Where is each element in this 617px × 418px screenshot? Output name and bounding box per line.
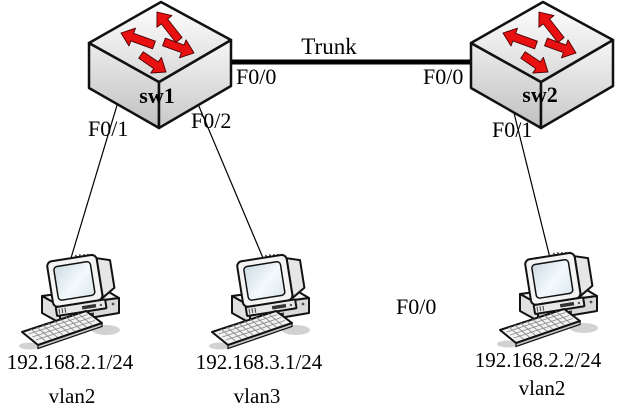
host2-ip-label: 192.168.3.1/24 <box>195 350 323 374</box>
host3-vlan-label: vlan2 <box>518 376 566 400</box>
sw2-trunk-port-label: F0/0 <box>423 64 464 89</box>
sw2-port-f01-label: F0/1 <box>492 117 533 142</box>
host2-pc-icon <box>206 250 311 350</box>
host3-ip-label: 192.168.2.2/24 <box>474 348 602 372</box>
sw1-label: sw1 <box>139 83 175 108</box>
host1-vlan-label: vlan2 <box>48 384 96 408</box>
sw1-host1-link-line <box>70 101 119 259</box>
trunk-label: Trunk <box>301 34 357 59</box>
sw2-host3-link-line <box>512 108 551 259</box>
sw1-host2-link-line <box>197 103 264 259</box>
switch-sw2-icon <box>469 0 617 130</box>
sw1-port-f02-label: F0/2 <box>191 108 232 133</box>
sw1-trunk-port-label: F0/0 <box>236 64 277 89</box>
host1-ip-label: 192.168.2.1/24 <box>6 350 134 374</box>
floating-port-label: F0/0 <box>396 294 437 319</box>
sw1-port-f01-label: F0/1 <box>88 116 129 141</box>
host2-vlan-label: vlan3 <box>233 384 281 408</box>
sw2-label: sw2 <box>522 82 558 107</box>
host1-pc-icon <box>16 250 121 350</box>
host3-pc-icon <box>494 248 599 348</box>
